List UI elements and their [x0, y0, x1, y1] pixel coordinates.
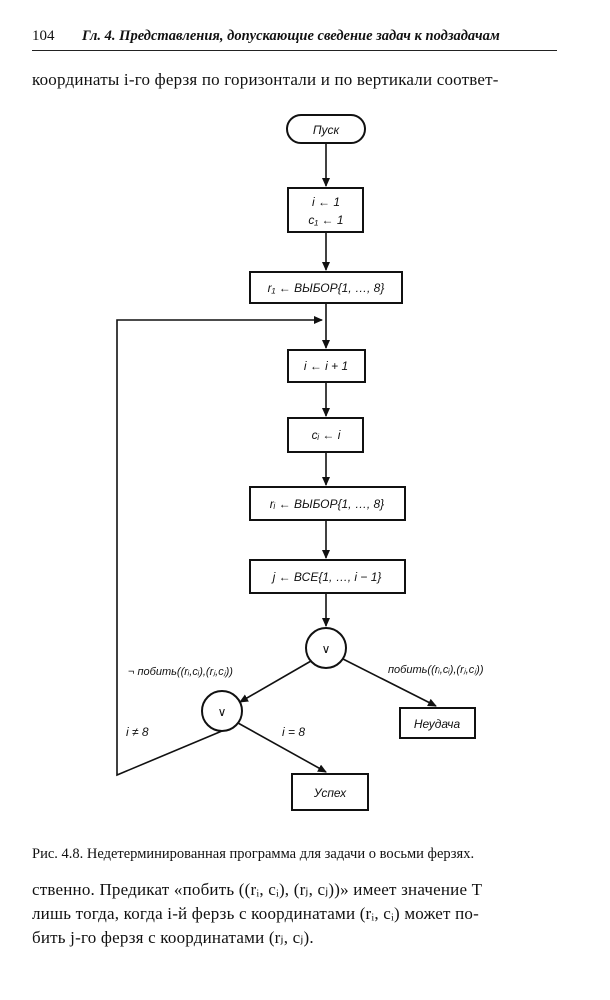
or-node-2	[201, 690, 243, 732]
arrow-success	[237, 722, 327, 773]
i-not-8-label: i ≠ 8	[126, 725, 149, 739]
failure-box	[399, 707, 476, 739]
choose-ri-box	[249, 486, 406, 521]
all-j-box	[249, 559, 406, 594]
flowchart: Пуск i ← 1 c₁ ← 1 r₁ ← ВЫБОР{1, …, 8} i …	[116, 114, 484, 811]
success-label: Успех	[313, 786, 347, 800]
not-attack-label: ¬ побить((rᵢ,cᵢ),(rⱼ,cⱼ))	[128, 666, 233, 678]
init-label-2: c₁ ← 1	[308, 213, 343, 227]
init-label-1: i ← 1	[312, 195, 340, 209]
start-node	[286, 114, 366, 144]
success-box	[291, 773, 369, 811]
body-text-line-2: лишь тогда, когда i-й ферзь с координата…	[32, 904, 479, 923]
increment-label: i ← i + 1	[304, 359, 348, 373]
arrow-attack	[342, 658, 437, 707]
or-symbol-2: ∨	[218, 705, 227, 719]
assign-c-label: cᵢ ← i	[312, 428, 341, 442]
page-number: 104	[32, 28, 55, 44]
failure-label: Неудача	[414, 717, 461, 731]
start-label: Пуск	[313, 123, 341, 137]
arrow-not-attack	[239, 660, 312, 703]
body-text-line-1: ственно. Предикат «побить ((rᵢ, cᵢ), (rⱼ…	[32, 880, 483, 899]
figure-caption: Рис. 4.8. Недетерминированная программа …	[32, 846, 475, 862]
init-box	[287, 187, 364, 233]
running-title: Гл. 4. Представления, допускающие сведен…	[82, 28, 500, 44]
choose-r1-box	[249, 271, 403, 304]
or-node-1	[305, 627, 347, 669]
attack-label: побить((rᵢ,cᵢ),(rⱼ,cⱼ))	[388, 664, 484, 676]
choose-r1-label: r₁ ← ВЫБОР{1, …, 8}	[268, 281, 385, 295]
loop-back-arrow	[116, 316, 323, 777]
or-symbol-1: ∨	[322, 642, 331, 656]
i-eq-8-label: i = 8	[282, 725, 305, 739]
body-text-line-3: бить j-го ферзя с координатами (rⱼ, cⱼ).	[32, 928, 314, 947]
body-text-top: координаты i-го ферзя по горизонтали и п…	[32, 70, 499, 89]
header-rule	[32, 50, 557, 51]
assign-c-box	[287, 417, 364, 453]
all-j-label: j ← ВСЕ{1, …, i − 1}	[271, 570, 382, 584]
increment-box	[287, 349, 366, 383]
choose-ri-label: rᵢ ← ВЫБОР{1, …, 8}	[270, 497, 384, 511]
